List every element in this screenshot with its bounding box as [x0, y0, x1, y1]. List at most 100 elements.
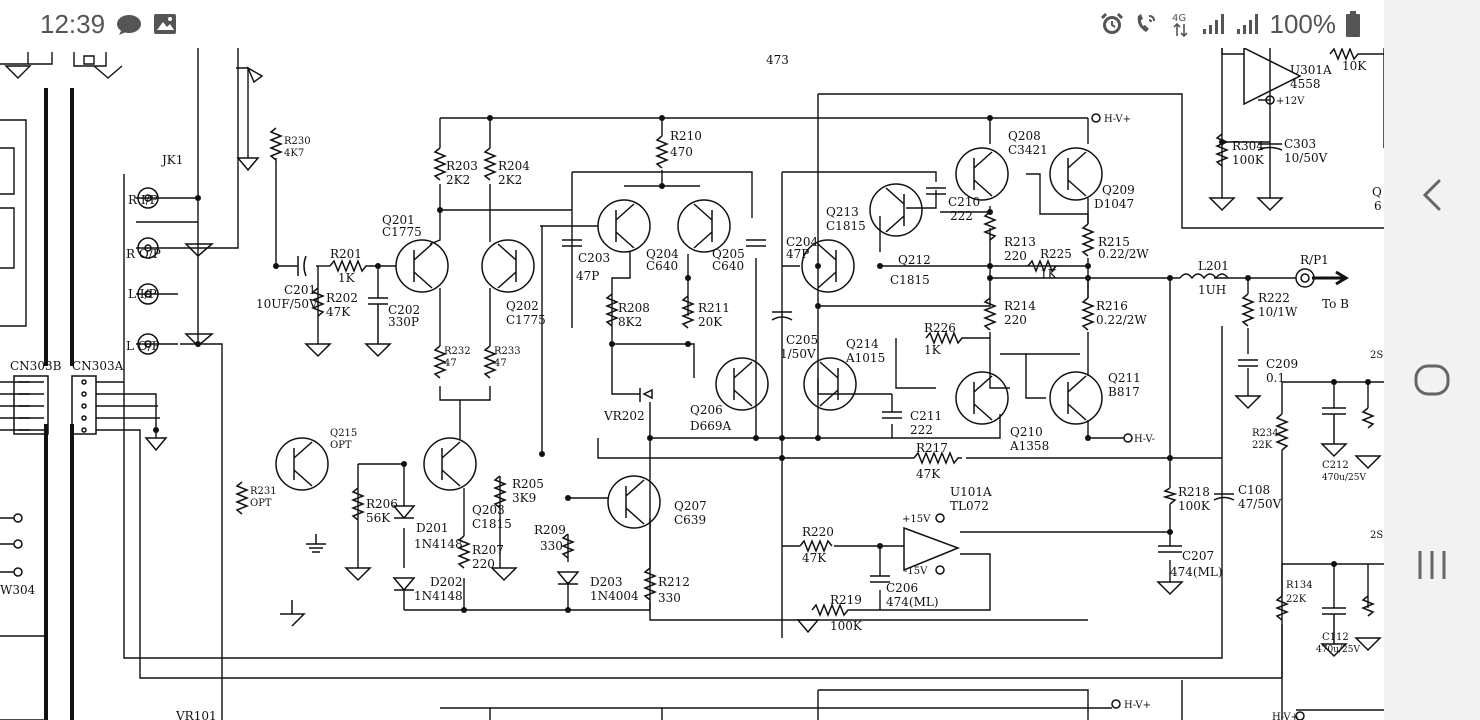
junction-dots	[153, 115, 1371, 613]
label-c201: C201	[284, 283, 316, 297]
label-r217: R217	[916, 441, 948, 455]
label-q213v: C1815	[826, 219, 866, 233]
label-hv-plus-bottom: H-V+	[1124, 700, 1151, 711]
label-c205: C205	[786, 333, 818, 347]
label-r206: R206	[366, 497, 398, 511]
label-q203: Q203	[472, 503, 505, 517]
label-q212v: C1815	[890, 273, 930, 287]
label-r202v: 47K	[326, 305, 351, 319]
recents-button[interactable]	[1402, 535, 1462, 595]
label-2s-top: 2S	[1370, 350, 1383, 361]
label-r204: R204	[498, 159, 530, 173]
label-r226: R226	[924, 321, 956, 335]
label-r209: R209	[534, 523, 566, 537]
label-u301a: U301A	[1290, 63, 1332, 77]
label-r212v: 330	[658, 591, 681, 605]
label-r230v: 4K7	[284, 148, 304, 159]
label-to-b: To B	[1322, 297, 1349, 311]
signal-icon	[1202, 13, 1226, 35]
status-bar: 12:39 4G 100%	[0, 0, 1384, 48]
label-r220: R220	[802, 525, 834, 539]
label-r218: R218	[1178, 485, 1210, 499]
label-c209: C209	[1266, 357, 1298, 371]
label-r220v: 47K	[802, 551, 827, 565]
battery-icon	[1346, 11, 1360, 37]
label-q203v: C1815	[472, 517, 512, 531]
label-c112: C112	[1322, 632, 1349, 643]
label-q211: Q211	[1108, 371, 1141, 385]
label-c211v: 222	[910, 423, 933, 437]
label-l201: L201	[1198, 259, 1229, 273]
label-c112v: 470u/25V	[1316, 645, 1360, 655]
label-r214v: 220	[1004, 313, 1027, 327]
label-q202v: C1775	[506, 313, 546, 327]
label-hv-plus-right: H-V+	[1272, 712, 1299, 720]
label-r225v: 1K	[1040, 267, 1058, 281]
home-button[interactable]	[1402, 350, 1462, 410]
ground-symbols	[144, 157, 1382, 658]
label-r209v: 330	[540, 539, 563, 553]
status-right: 4G 100%	[1100, 8, 1360, 40]
label-r214: R214	[1004, 299, 1036, 313]
label-q214v: A1015	[845, 351, 885, 365]
label-vr202: VR202	[603, 409, 645, 423]
label-l-ip: L I/P	[128, 287, 157, 301]
label-c210v: 222	[950, 209, 973, 223]
label-c207v: 474(ML)	[1170, 565, 1223, 579]
label-q204v: C640	[646, 259, 678, 273]
label-r234v: 22K	[1252, 440, 1273, 451]
label-c206: C206	[886, 581, 918, 595]
recents-icon	[1418, 551, 1446, 579]
label-c207: C207	[1182, 549, 1214, 563]
label-q208v: C3421	[1008, 143, 1048, 157]
label-r217v: 47K	[916, 467, 941, 481]
label-2s-bottom: 2S	[1370, 530, 1383, 541]
label-r201v: 1K	[338, 271, 356, 285]
label-q-edge: Q	[1372, 185, 1382, 199]
home-icon	[1414, 364, 1450, 396]
label-c210: C210	[948, 195, 980, 209]
label-q205v: C640	[712, 259, 744, 273]
label-q-edge-v: 6	[1374, 199, 1382, 213]
network-type: 4G	[1172, 13, 1186, 24]
label-c204v: 47P	[786, 247, 809, 261]
label-r219v: 100K	[830, 619, 863, 633]
label-c202: C202	[388, 303, 420, 317]
label-q215v: OPT	[330, 440, 352, 451]
label-r207v: 220	[472, 557, 495, 571]
label-r203: R203	[446, 159, 478, 173]
label-u301-r: 10K	[1342, 59, 1367, 73]
amplifier-schematic[interactable]: JK1 R I/P R O/P L I/P L O/P CN303B CN303…	[0, 48, 1384, 720]
label-d202v: 1N4148	[414, 589, 463, 603]
label-r211: R211	[698, 301, 730, 315]
label-c209v: 0.1	[1266, 371, 1285, 385]
label-q204: Q204	[646, 247, 679, 261]
label-hv-plus: H-V+	[1104, 114, 1131, 125]
label-r203v: 2K2	[446, 173, 470, 187]
label-c108: C108	[1238, 483, 1270, 497]
gallery-icon	[153, 13, 177, 35]
label-r218v: 100K	[1178, 499, 1211, 513]
resistors	[234, 48, 1384, 621]
label-hv-minus: H-V-	[1134, 434, 1155, 445]
alarm-icon	[1100, 12, 1124, 36]
back-button[interactable]	[1402, 165, 1462, 225]
label-q201: Q201	[382, 213, 415, 227]
label-cn303b: CN303B	[10, 359, 62, 373]
status-left: 12:39	[40, 9, 177, 40]
label-r210: R210	[670, 129, 702, 143]
image-viewer[interactable]: JK1 R I/P R O/P L I/P L O/P CN303B CN303…	[0, 48, 1384, 720]
label-r208: R208	[618, 301, 650, 315]
label-r230: R230	[284, 136, 311, 147]
label-r212: R212	[658, 575, 690, 589]
battery-percent: 100%	[1269, 8, 1337, 39]
label-q213: Q213	[826, 205, 859, 219]
label-q207v: C639	[674, 513, 706, 527]
label-r216: R216	[1096, 299, 1128, 313]
capacitors	[297, 143, 1346, 644]
label-r222: R222	[1258, 291, 1290, 305]
label-rp1: R/P1	[1300, 253, 1329, 267]
label-r213v: 220	[1004, 249, 1027, 263]
label-r206v: 56K	[366, 511, 391, 525]
label-r205v: 3K9	[512, 491, 536, 505]
